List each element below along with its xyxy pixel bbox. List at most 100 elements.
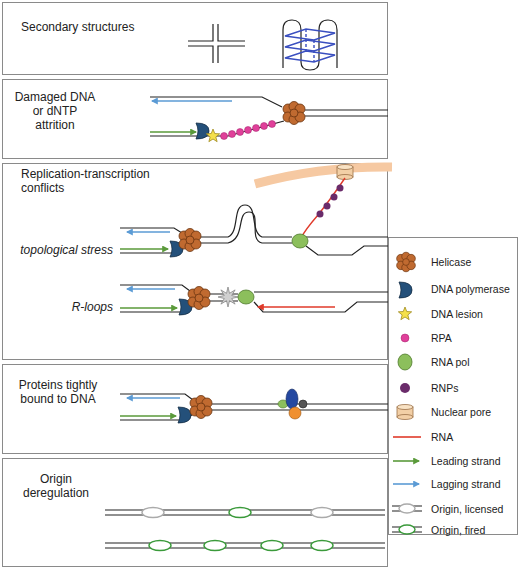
- g-shape: [285, 29, 335, 62]
- g-quadruplex: [283, 20, 337, 70]
- protein-block: [120, 389, 388, 423]
- ellipse-shape: [238, 290, 254, 304]
- legend-label: RNA pol: [431, 356, 470, 369]
- use-shape: [337, 165, 353, 180]
- use-shape: [190, 396, 212, 419]
- ellipse-shape: [149, 541, 171, 551]
- circle-shape: [401, 334, 409, 342]
- use-shape: [283, 102, 305, 125]
- circle-shape: [261, 123, 268, 130]
- path-shape: [255, 167, 392, 184]
- path-shape: [200, 205, 292, 237]
- legend-label: Leading strand: [431, 455, 500, 468]
- use-shape: [188, 287, 210, 310]
- path-shape: [188, 46, 213, 63]
- circle-shape: [237, 129, 244, 136]
- path-shape: [254, 302, 388, 312]
- origin-rows: [105, 508, 385, 551]
- use-shape: [196, 123, 209, 139]
- path-shape: [188, 24, 213, 41]
- path-shape: [218, 24, 245, 41]
- path-shape: [127, 288, 175, 290]
- legend-label: DNA lesion: [431, 308, 483, 321]
- path-shape: [150, 131, 196, 133]
- path-shape: [392, 506, 422, 532]
- path-shape: [285, 29, 335, 40]
- ellipse-shape: [399, 525, 415, 534]
- use-shape: [397, 252, 416, 272]
- path-shape: [120, 414, 193, 420]
- path-shape: [283, 20, 337, 70]
- legend-box: HelicaseDNA polymeraseDNA lesionRPARNA p…: [388, 237, 518, 535]
- path-shape: [200, 212, 292, 243]
- path-shape: [285, 51, 335, 62]
- cruciform-dna: [188, 24, 245, 63]
- path-shape: [218, 46, 245, 63]
- path-shape: [306, 236, 388, 237]
- path-shape: [393, 460, 419, 462]
- legend-label: Nuclear pore: [431, 406, 491, 419]
- path-shape: [120, 394, 193, 400]
- panel-box: Replication-transcription conflicts topol…: [2, 163, 388, 360]
- case-label: topological stress: [11, 243, 113, 257]
- panel-box: Origin deregulation: [2, 458, 388, 567]
- use-shape: [397, 405, 413, 420]
- path-shape: [105, 510, 385, 515]
- ellipse-shape: [311, 508, 333, 518]
- ellipse-shape: [286, 389, 298, 409]
- circle-shape: [400, 383, 410, 393]
- panel-label: Secondary structures: [21, 20, 181, 34]
- panel-box: Secondary structures: [2, 2, 388, 75]
- path-shape: [120, 228, 182, 233]
- use-shape: [179, 229, 201, 252]
- path-shape: [120, 248, 168, 250]
- path-shape: [150, 97, 282, 107]
- path-shape: [306, 29, 314, 62]
- r-loop-conflict: [120, 285, 388, 315]
- topological-conflict: [120, 178, 388, 257]
- legend-label: RNPs: [431, 382, 458, 395]
- panel-label: Replication-transcription conflicts: [21, 167, 181, 195]
- legend-label: DNA polymerase: [431, 283, 510, 296]
- g-shape: [150, 97, 388, 136]
- legend-symbols: [392, 252, 422, 534]
- ellipse-shape: [398, 354, 412, 370]
- use-shape: [399, 282, 412, 298]
- circle-shape: [221, 133, 228, 140]
- g-shape: [317, 185, 344, 218]
- use-shape: [206, 129, 219, 142]
- path-shape: [105, 543, 385, 548]
- ellipse-shape: [311, 541, 333, 551]
- path-shape: [301, 178, 345, 238]
- use-shape: [179, 299, 192, 315]
- legend-label: Helicase: [431, 256, 471, 269]
- path-shape: [120, 247, 182, 253]
- ellipse-shape: [261, 541, 283, 551]
- g-shape: [221, 121, 276, 140]
- circle-shape: [337, 185, 344, 192]
- panel-label: Origin deregulation: [15, 472, 97, 500]
- path-shape: [127, 397, 180, 399]
- circle-shape: [253, 125, 260, 132]
- path-shape: [120, 307, 177, 309]
- legend-label: Origin, licensed: [431, 503, 503, 516]
- ellipse-shape: [399, 504, 415, 513]
- panel-box: Proteins tightly bound to DNA: [2, 364, 388, 454]
- path-shape: [393, 436, 421, 438]
- circle-shape: [289, 407, 301, 419]
- path-shape: [120, 305, 190, 312]
- path-shape: [306, 246, 388, 255]
- path-shape: [150, 121, 284, 136]
- ellipse-shape: [278, 400, 288, 408]
- g-shape: [120, 205, 388, 255]
- use-shape: [398, 307, 411, 320]
- path-shape: [254, 291, 388, 292]
- ellipse-shape: [204, 541, 226, 551]
- ellipse-shape: [142, 508, 164, 518]
- use-shape: [170, 241, 183, 257]
- panel-label: Proteins tightly bound to DNA: [8, 378, 108, 406]
- path-shape: [212, 404, 388, 410]
